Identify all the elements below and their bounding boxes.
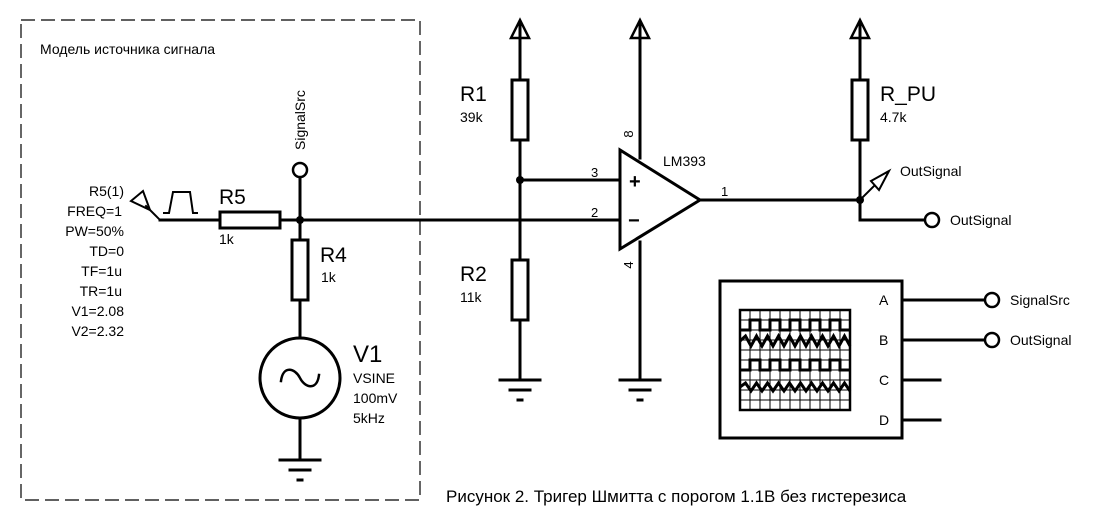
ground-icon <box>498 378 542 402</box>
r5-ref: R5 <box>219 186 246 209</box>
r5-value: 1k <box>219 231 235 247</box>
r2-ref: R2 <box>460 263 487 286</box>
pin-8: 8 <box>621 130 636 137</box>
out-terminal-label: OutSignal <box>950 212 1011 228</box>
plus-sign: + <box>629 171 641 193</box>
scope-channel-b: B <box>879 332 888 348</box>
v1-frequency: 5kHz <box>353 410 385 426</box>
oscilloscope-screen <box>738 308 852 412</box>
sine-source-v1[interactable] <box>258 336 342 420</box>
v1-type: VSINE <box>353 370 395 386</box>
pin-1: 1 <box>721 184 728 199</box>
pin-4: 4 <box>621 261 636 268</box>
generator-ref: R5(1) <box>89 183 124 199</box>
r-pu-ref: R_PU <box>880 83 936 106</box>
generator-param: V2=2.32 <box>71 323 124 339</box>
generator-params: R5(1) FREQ=1 PW=50% TD=0 TF=1u TR=1u V1=… <box>65 183 124 339</box>
r-pu-value: 4.7k <box>880 109 907 125</box>
scope-a-terminal[interactable] <box>983 291 1001 309</box>
pin-2: 2 <box>591 205 598 220</box>
generator-param: TD=0 <box>89 243 124 259</box>
signalsrc-label: SignalSrc <box>292 90 308 150</box>
r1-ref: R1 <box>460 83 487 106</box>
voltage-probe-icon[interactable] <box>858 168 892 202</box>
comparator-part: LM393 <box>663 153 706 169</box>
resistor-r2[interactable] <box>510 258 530 322</box>
generator-param: V1=2.08 <box>71 303 124 319</box>
ground-icon <box>278 458 322 482</box>
r4-ref: R4 <box>320 244 347 267</box>
v1-amplitude: 100mV <box>353 390 398 406</box>
figure-caption: Рисунок 2. Тригер Шмитта с порогом 1.1В … <box>446 487 907 506</box>
scope-trace-triangle <box>738 332 852 350</box>
ground-icon <box>618 378 662 402</box>
out-probe-label: OutSignal <box>900 163 961 179</box>
scope-a-label: SignalSrc <box>1010 292 1070 308</box>
signalsrc-terminal[interactable] <box>291 161 309 179</box>
generator-param: TF=1u <box>81 263 122 279</box>
generator-param: FREQ=1 <box>67 203 122 219</box>
scope-trace-square <box>740 358 850 372</box>
resistor-r5[interactable] <box>218 210 282 230</box>
comparator-lm393[interactable] <box>618 147 703 252</box>
pin-3: 3 <box>591 165 598 180</box>
generator-param: PW=50% <box>65 223 124 239</box>
v1-ref: V1 <box>353 341 382 368</box>
resistor-r-pu[interactable] <box>850 78 870 142</box>
pulse-generator-icon[interactable] <box>129 189 198 222</box>
scope-channel-a: A <box>879 292 889 308</box>
minus-sign: − <box>628 210 640 232</box>
source-model-box <box>20 19 421 501</box>
scope-b-label: OutSignal <box>1010 332 1071 348</box>
r2-value: 11k <box>460 289 483 305</box>
scope-channel-c: C <box>879 372 889 388</box>
source-model-title: Модель источника сигнала <box>40 41 215 57</box>
resistor-r4[interactable] <box>290 238 310 302</box>
generator-param: TR=1u <box>80 283 122 299</box>
scope-b-terminal[interactable] <box>983 331 1001 349</box>
scope-trace-square <box>740 318 850 332</box>
scope-channel-d: D <box>879 412 889 428</box>
resistor-r1[interactable] <box>510 78 530 142</box>
outsignal-terminal[interactable] <box>923 211 941 229</box>
r4-value: 1k <box>321 269 337 285</box>
r1-value: 39k <box>460 109 484 125</box>
scope-trace-triangle <box>739 380 852 394</box>
